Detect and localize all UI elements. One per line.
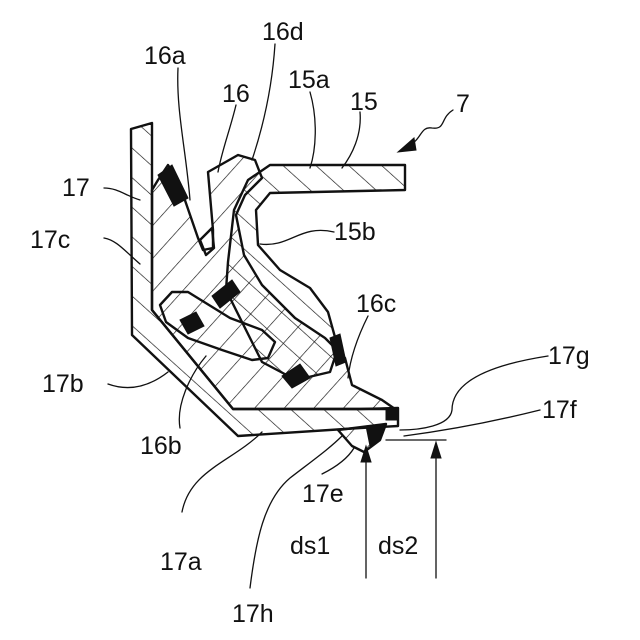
label-ds2: ds2	[378, 532, 418, 560]
label-16a: 16a	[144, 42, 186, 70]
label-15: 15	[350, 88, 378, 116]
dim-arrow-ds2	[431, 442, 441, 458]
label-15a: 15a	[288, 66, 330, 94]
label-ds1: ds1	[290, 532, 330, 560]
label-16b: 16b	[140, 432, 182, 460]
leader-17h	[250, 436, 342, 588]
leader-17g	[400, 356, 548, 430]
label-17h: 17h	[232, 600, 274, 628]
arrow-7-head	[398, 138, 416, 152]
label-16: 16	[222, 80, 250, 108]
leader-16d	[252, 44, 275, 160]
label-16c: 16c	[356, 290, 396, 318]
label-17: 17	[62, 174, 90, 202]
leader-17a	[182, 432, 262, 512]
label-16d: 16d	[262, 18, 304, 46]
leader-17e	[322, 448, 354, 474]
label-17g: 17g	[548, 342, 590, 370]
leader-17f	[404, 410, 540, 436]
label-17e: 17e	[302, 480, 344, 508]
leader-15b	[260, 230, 334, 244]
label-17a: 17a	[160, 548, 202, 576]
leader-17b	[108, 372, 168, 388]
label-17f: 17f	[542, 396, 577, 424]
label-17c: 17c	[30, 226, 70, 254]
label-17b: 17b	[42, 370, 84, 398]
seal-lip-black-6	[386, 408, 398, 420]
leader-15	[342, 112, 360, 168]
leader-16c	[348, 316, 368, 378]
leader-15a	[310, 92, 315, 168]
label-15b: 15b	[334, 218, 376, 246]
label-7: 7	[456, 90, 470, 118]
